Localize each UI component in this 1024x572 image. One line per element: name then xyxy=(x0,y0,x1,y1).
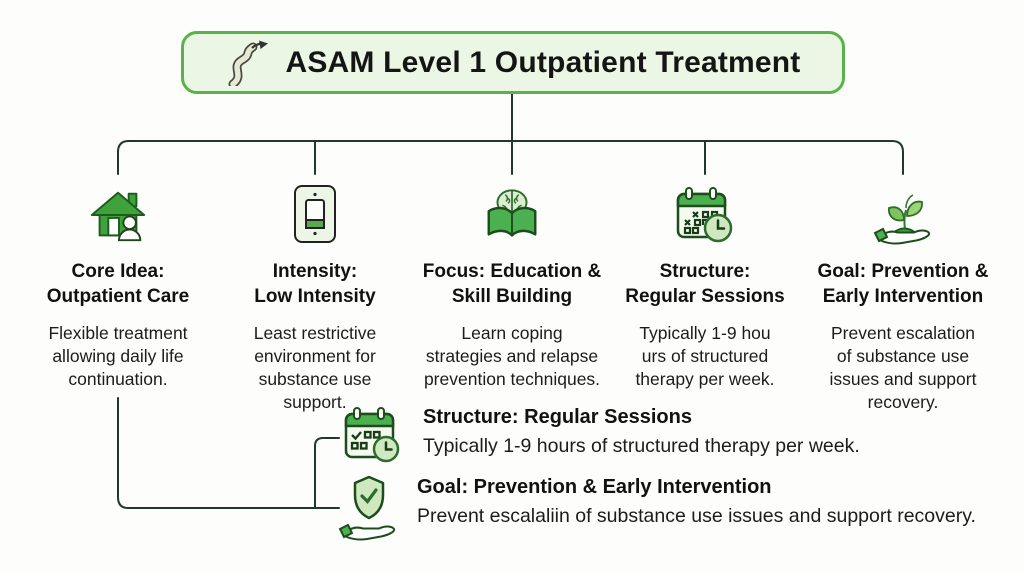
house-person-icon xyxy=(87,178,149,246)
column-body: Prevent escalation of substance use issu… xyxy=(829,323,977,412)
winding-path-icon xyxy=(228,40,269,86)
detail-title: Goal: Prevention & Early Intervention xyxy=(417,476,772,498)
book-brain-icon xyxy=(481,178,543,246)
column-heading: Intensity: Low Intensity xyxy=(254,261,376,307)
detail-title: Structure: Regular Sessions xyxy=(423,406,692,428)
column-structure: Structure: Regular Sessions Typically 1-… xyxy=(607,178,803,391)
detail-body: Typically 1-9 hours of structured therap… xyxy=(423,435,860,457)
detail-body: Prevent escalaliin of substance use issu… xyxy=(417,505,976,527)
page-title: ASAM Level 1 Outpatient Treatment xyxy=(285,45,801,79)
column-body: Typically 1-9 hou urs of structured ther… xyxy=(635,323,775,389)
column-core-idea: Core Idea: Outpatient Care Flexible trea… xyxy=(20,178,216,391)
title-box: ASAM Level 1 Outpatient Treatment xyxy=(181,31,845,94)
column-intensity: Intensity: Low Intensity Least restricti… xyxy=(217,178,413,414)
column-heading: Focus: Education & Skill Building xyxy=(422,261,602,307)
column-body: Learn coping strategies and relapse prev… xyxy=(423,323,601,389)
plant-hand-icon xyxy=(871,178,935,246)
column-body: Least restrictive environment for substa… xyxy=(253,323,377,412)
calendar-clock-icon xyxy=(672,178,738,246)
shield-check-hand-icon xyxy=(338,475,396,541)
column-body: Flexible treatment allowing daily life c… xyxy=(48,323,188,389)
column-heading: Goal: Prevention & Early Intervention xyxy=(817,261,989,307)
column-heading: Core Idea: Outpatient Care xyxy=(46,261,190,307)
column-goal: Goal: Prevention & Early Intervention Pr… xyxy=(803,178,1003,414)
detail-row-structure: Structure: Regular Sessions Typically 1-… xyxy=(340,404,860,466)
detail-row-goal: Goal: Prevention & Early Intervention Pr… xyxy=(338,474,976,544)
column-focus: Focus: Education & Skill Building Learn … xyxy=(406,178,618,391)
light-switch-icon xyxy=(287,178,343,246)
detail-text: Structure: Regular Sessions Typically 1-… xyxy=(423,404,860,458)
calendar-check-clock-icon xyxy=(344,407,400,463)
column-heading: Structure: Regular Sessions xyxy=(625,261,785,307)
detail-text: Goal: Prevention & Early Intervention Pr… xyxy=(417,474,976,528)
